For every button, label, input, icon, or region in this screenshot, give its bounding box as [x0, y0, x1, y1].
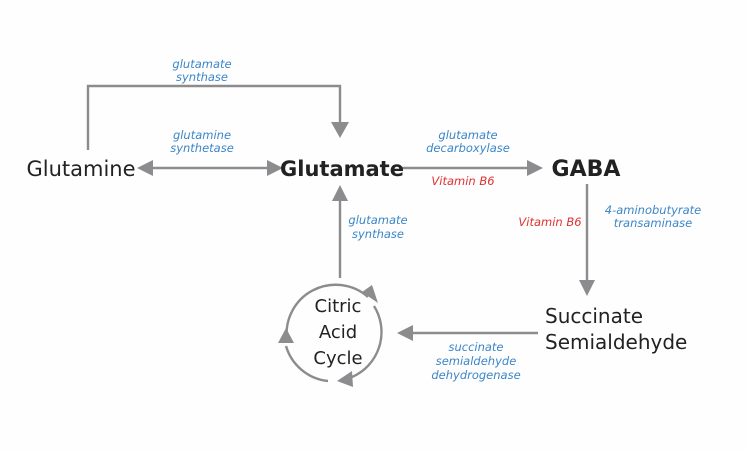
node-cac-line3: Cycle [313, 348, 362, 369]
arrowhead-right-icon [527, 160, 543, 176]
node-gaba: GABA [552, 157, 621, 182]
cycle-arrowhead-icon [278, 328, 294, 343]
arrowhead-up-icon [332, 185, 348, 201]
node-glutamine: Glutamine [26, 157, 135, 181]
enzyme-label: synthase [176, 70, 228, 84]
arrowhead-right-icon [267, 160, 283, 176]
arrowhead-down-icon [331, 122, 349, 138]
enzyme-label: semialdehyde [436, 354, 517, 368]
cycle-arrowhead-icon [362, 285, 378, 303]
enzyme-label: 4-aminobutyrate [605, 203, 702, 217]
enzyme-label: succinate [448, 340, 503, 354]
cycle-arc [351, 305, 383, 379]
enzyme-label: glutamate [348, 213, 407, 227]
cofactor-label: Vitamin B6 [518, 215, 581, 229]
enzyme-label: glutamate [172, 57, 231, 71]
edge-glutamine-glutamate [137, 160, 283, 176]
enzyme-label: synthase [352, 227, 404, 241]
enzyme-label: dehydrogenase [431, 368, 520, 382]
cycle-arc [284, 345, 329, 383]
node-succinate-line1: Succinate [545, 304, 643, 328]
edge-glutamate-gaba [400, 160, 543, 176]
enzyme-label: synthetase [170, 141, 234, 155]
enzyme-label: glutamine [173, 128, 231, 142]
cycle-icon [278, 283, 383, 387]
cycle-arrowhead-icon [337, 371, 353, 387]
node-cac-line1: Citric [315, 296, 362, 317]
cycle-arc [285, 283, 369, 341]
node-succinate-line2: Semialdehyde [545, 330, 687, 354]
arrowhead-left-icon [137, 160, 153, 176]
edge-top-loop [86, 84, 349, 150]
edge-gaba-succinate [579, 184, 595, 296]
edge-cac-glutamate [332, 185, 348, 278]
node-glutamate: Glutamate [280, 157, 404, 181]
cofactor-label: Vitamin B6 [431, 174, 494, 188]
enzyme-label: transaminase [614, 216, 692, 230]
arrowhead-left-icon [397, 325, 413, 341]
edge-succinate-cac [397, 325, 538, 341]
node-cac-line2: Acid [319, 322, 357, 343]
arrowhead-down-icon [579, 280, 595, 296]
enzyme-label: glutamate [438, 128, 497, 142]
enzyme-label: decarboxylase [426, 141, 510, 155]
top-loop-line [86, 84, 342, 150]
